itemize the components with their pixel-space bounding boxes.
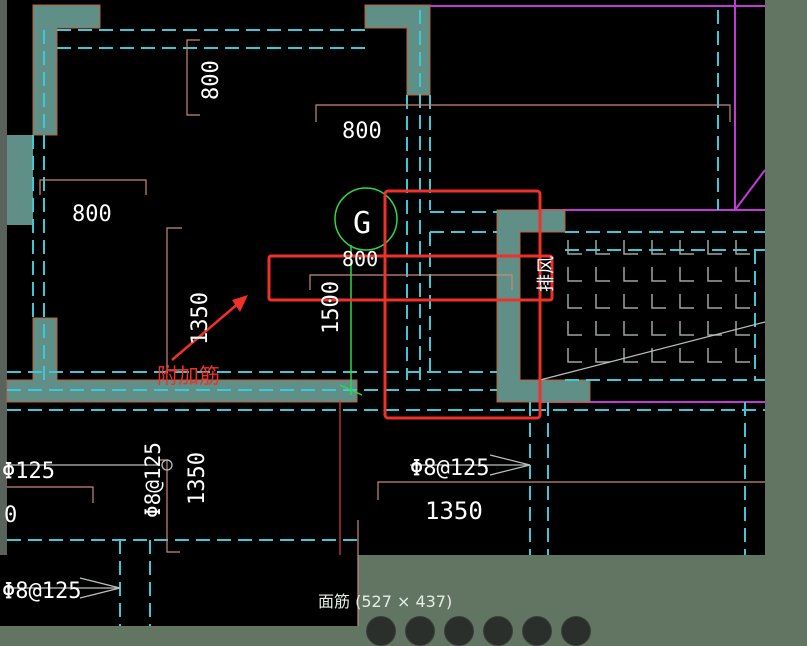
dimension-lines — [7, 39, 765, 626]
hatch-mark — [651, 321, 666, 336]
hatch-mark — [679, 348, 694, 363]
toolbar-button[interactable] — [561, 616, 591, 646]
hatch-mark — [735, 348, 750, 363]
hatch-mark — [679, 267, 694, 282]
rebar-vertical-mid: Φ8@125 — [141, 442, 165, 518]
hatch-mark — [595, 321, 610, 336]
left-edge-strip — [0, 0, 7, 555]
hatch-mark — [623, 267, 638, 282]
dim-1350-lower-right: 1350 — [425, 497, 483, 525]
hatch-mark — [567, 267, 582, 282]
hatch-mark — [651, 267, 666, 282]
cad-drawing: 800 800 800 800 1350 1500 1350 1350 Φ125… — [0, 0, 766, 626]
hatch-mark — [679, 240, 694, 255]
hatch-mark — [595, 294, 610, 309]
hatch-mark — [567, 321, 582, 336]
dim-800-vertical: 800 — [199, 60, 224, 100]
drawing-canvas-lower-left — [0, 555, 358, 626]
axis-g — [334, 187, 398, 396]
hatch-mark — [623, 348, 638, 363]
dim-1350-lower-vertical: 1350 — [185, 452, 210, 505]
highlight-box-horizontal — [267, 254, 554, 302]
rebar-left-partial: Φ125 — [2, 459, 55, 484]
dim-800-near-circle: 800 — [342, 247, 378, 271]
image-caption: 面筋 (527 × 437) — [318, 592, 453, 611]
hatch-mark — [651, 294, 666, 309]
hatch-mark — [679, 321, 694, 336]
rebar-bottom-left: Φ8@125 — [2, 579, 81, 604]
hatch-mark — [651, 240, 666, 255]
hatch-mark — [567, 294, 582, 309]
hatch-mark — [623, 294, 638, 309]
hatch-mark — [735, 240, 750, 255]
room-label: 排风 — [536, 256, 557, 292]
hatch-mark — [567, 240, 582, 255]
hatch-mark — [595, 240, 610, 255]
dim-800-mid: 800 — [342, 119, 382, 144]
hatch-mark — [623, 240, 638, 255]
hatch-mark — [651, 348, 666, 363]
rebar-right: Φ8@125 — [410, 456, 489, 481]
hatch-mark — [735, 321, 750, 336]
hatch-mark — [707, 294, 722, 309]
hatch-mark — [623, 321, 638, 336]
hatch-mark — [707, 267, 722, 282]
axis-label-g: G — [353, 206, 371, 241]
rebar-lines — [7, 321, 766, 599]
hatch-mark — [707, 321, 722, 336]
toolbar-button[interactable] — [405, 616, 435, 646]
toolbar-button[interactable] — [444, 616, 474, 646]
hatch-mark — [735, 267, 750, 282]
annotation-label: 附加筋 — [157, 364, 220, 388]
hatch-mark — [595, 348, 610, 363]
dim-1350-left-vertical: 1350 — [188, 292, 213, 345]
viewer-toolbar — [366, 616, 591, 646]
hatch-mark — [567, 348, 582, 363]
axis-circle — [334, 187, 398, 251]
walls — [6, 4, 591, 403]
hatch-mark — [707, 348, 722, 363]
annotation-arrow — [171, 295, 248, 361]
drawing-canvas — [0, 0, 765, 555]
rebar-left-partial-digit: 0 — [4, 503, 17, 528]
hatch-pattern — [567, 240, 750, 363]
dim-800-left: 800 — [72, 202, 112, 227]
hatch-mark — [707, 240, 722, 255]
dim-1500-vertical: 1500 — [319, 281, 344, 334]
highlight-box-vertical — [383, 189, 542, 420]
highlight-boxes — [267, 189, 554, 420]
hatch-mark — [679, 294, 694, 309]
toolbar-button[interactable] — [483, 616, 513, 646]
toolbar-button[interactable] — [366, 616, 396, 646]
hatch-mark — [595, 267, 610, 282]
hatch-mark — [735, 294, 750, 309]
toolbar-button[interactable] — [522, 616, 552, 646]
